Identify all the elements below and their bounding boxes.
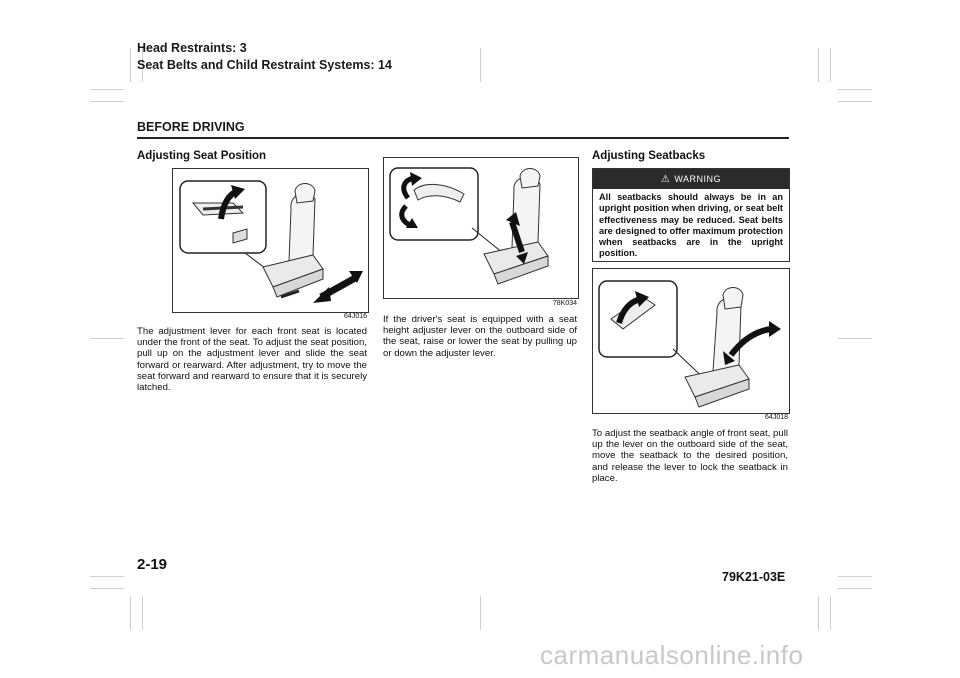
crop-mark (90, 89, 124, 90)
crop-mark (90, 576, 124, 577)
crop-mark (90, 588, 124, 589)
figure-code: 64J018 (765, 414, 788, 421)
paragraph-seatback: To adjust the seatback angle of front se… (592, 428, 788, 484)
reference-head-restraints: Head Restraints: 3 (137, 41, 247, 55)
warning-box: ⚠ WARNING All seatbacks should always be… (592, 168, 790, 262)
heading-adjusting-seat-position: Adjusting Seat Position (137, 150, 267, 162)
crop-mark (480, 48, 481, 82)
crop-mark (818, 48, 819, 82)
header-rule (137, 137, 789, 139)
seat-height-illustration (389, 167, 549, 285)
crop-mark (142, 48, 143, 82)
warning-text: All seatbacks should always be in an upr… (599, 192, 783, 259)
document-code: 79K21-03E (722, 570, 786, 584)
watermark: carmanualsonline.info (540, 640, 804, 670)
crop-mark (480, 596, 481, 630)
warning-icon: ⚠ (660, 173, 671, 185)
figure-seat-slide-lever (172, 168, 369, 313)
figure-seatback-lever (592, 268, 790, 414)
crop-mark (142, 596, 143, 630)
heading-adjusting-seatbacks: Adjusting Seatbacks (592, 150, 706, 162)
crop-mark (90, 101, 124, 102)
chapter-references: Head Restraints: 3 Seat Belts and Child … (137, 40, 392, 74)
crop-mark (90, 338, 124, 339)
reference-seat-belts: Seat Belts and Child Restraint Systems: … (137, 58, 392, 72)
crop-mark (830, 48, 831, 82)
crop-mark (830, 596, 831, 630)
crop-mark (838, 338, 872, 339)
crop-mark (838, 576, 872, 577)
crop-mark (838, 89, 872, 90)
figure-code: 64J016 (344, 313, 367, 320)
seatback-illustration (598, 280, 781, 408)
crop-mark (130, 48, 131, 82)
page-number: 2-19 (137, 556, 168, 573)
figure-code: 78K034 (552, 300, 577, 307)
figure-seat-height-lever (383, 157, 579, 299)
paragraph-seat-position: The adjustment lever for each front seat… (137, 326, 367, 394)
crop-mark (838, 101, 872, 102)
crop-mark (818, 596, 819, 630)
crop-mark (838, 588, 872, 589)
seat-slide-illustration (179, 180, 363, 303)
warning-header: ⚠ WARNING (593, 169, 789, 189)
crop-mark (130, 596, 131, 630)
section-title: BEFORE DRIVING (137, 120, 245, 134)
paragraph-seat-height: If the driver's seat is equipped with a … (383, 314, 577, 359)
warning-label: WARNING (674, 174, 722, 184)
